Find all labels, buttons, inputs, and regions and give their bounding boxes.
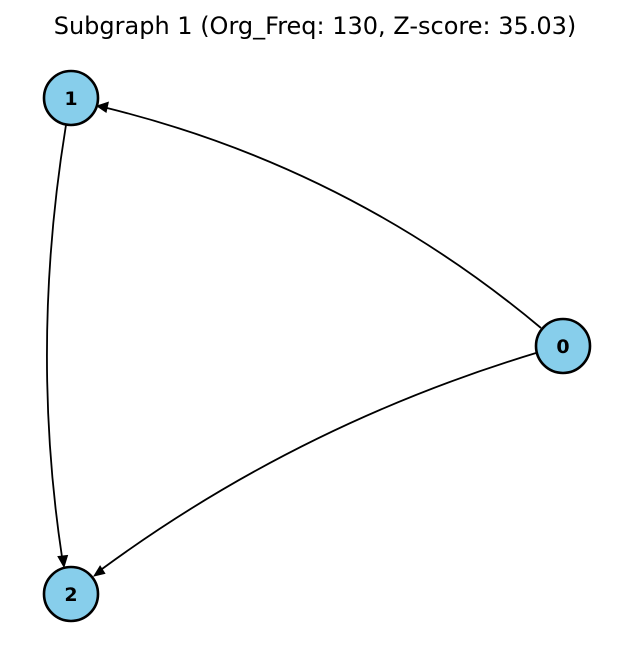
node-0-circle xyxy=(534,317,592,375)
edge-0-to-2 xyxy=(92,352,537,577)
node-2-label: 2 xyxy=(64,584,77,606)
edge-1-to-2 xyxy=(46,124,69,569)
node-0-label: 0 xyxy=(556,336,569,358)
node-1-circle xyxy=(42,69,100,127)
edge-0-to-1 xyxy=(95,101,542,329)
node-2-circle xyxy=(42,565,100,623)
node-1[interactable]: 1 xyxy=(42,69,100,127)
node-1-label: 1 xyxy=(64,88,77,110)
node-0[interactable]: 0 xyxy=(534,317,592,375)
node-2[interactable]: 2 xyxy=(42,565,100,623)
diagram-title: Subgraph 1 (Org_Freq: 130, Z-score: 35.0… xyxy=(54,12,577,40)
